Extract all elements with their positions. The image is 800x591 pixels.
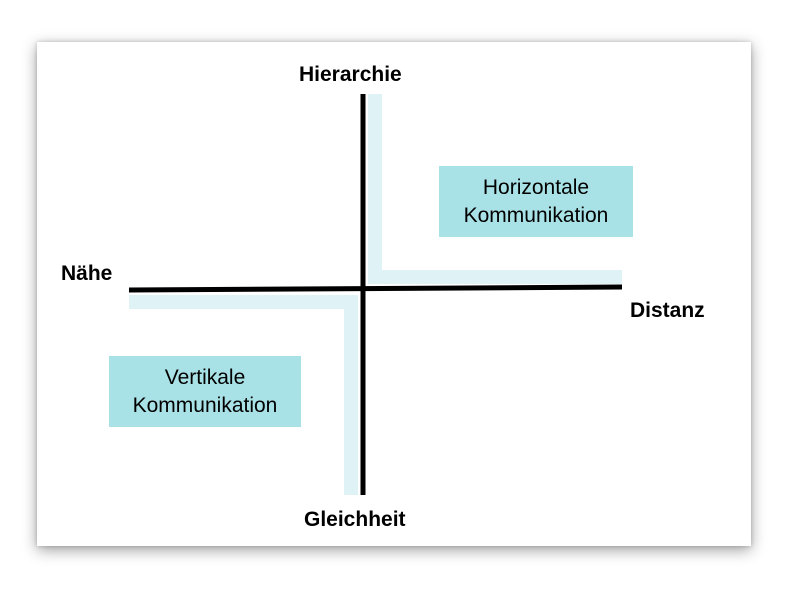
horizontal-axis bbox=[128, 284, 623, 293]
horizontal-communication-box: Horizontale Kommunikation bbox=[439, 166, 633, 237]
axis-label-top: Hierarchie bbox=[299, 63, 402, 86]
vertical-communication-line2: Kommunikation bbox=[132, 393, 278, 417]
vertical-communication-box-fill bbox=[109, 356, 301, 427]
horizontal-communication-line2: Kommunikation bbox=[463, 203, 609, 227]
vertical-communication-box: Vertikale Kommunikation bbox=[109, 356, 301, 427]
horizontal-communication-box-fill bbox=[439, 166, 633, 237]
shadow-band-horizontal-right bbox=[368, 270, 622, 284]
vertical-communication-line1: Vertikale bbox=[164, 366, 246, 390]
axis-label-left: Nähe bbox=[61, 262, 113, 285]
axis-label-bottom: Gleichheit bbox=[304, 508, 406, 531]
slide-card bbox=[37, 42, 751, 546]
axis-label-right: Distanz bbox=[630, 299, 705, 322]
shadow-band-vertical-upper bbox=[368, 94, 382, 284]
shadow-band-vertical-lower bbox=[344, 295, 358, 495]
horizontal-communication-line1: Horizontale bbox=[482, 176, 590, 200]
shadow-band-horizontal-left bbox=[129, 295, 358, 309]
